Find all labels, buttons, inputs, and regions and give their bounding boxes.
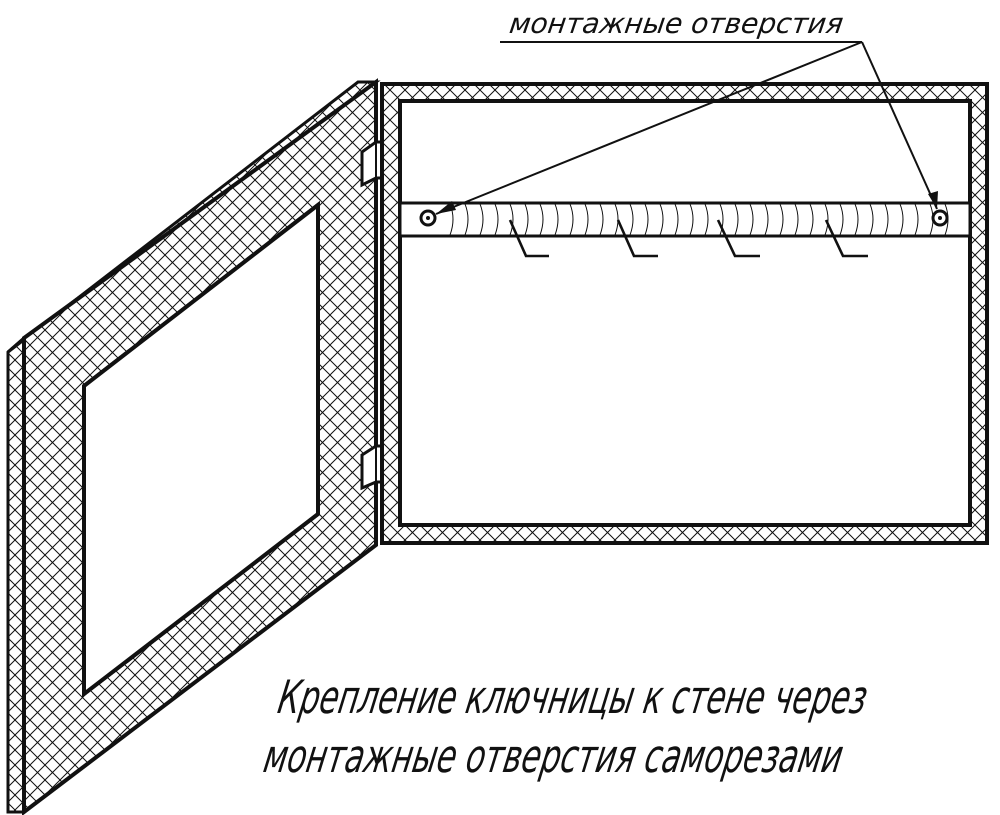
mounting-holes	[419, 209, 949, 227]
wood-grain-line	[494, 203, 499, 236]
key-hooks	[508, 219, 868, 258]
mounting-hole-right	[931, 209, 949, 227]
leader-arrowhead-right	[928, 191, 938, 209]
caption-line-2: монтажные отверстия саморезами	[260, 729, 847, 783]
wood-grain-line	[554, 203, 559, 236]
open-door	[6, 78, 381, 815]
key-hook	[824, 219, 868, 258]
wood-grain-line	[569, 203, 574, 236]
door-glass-window	[82, 200, 320, 699]
wood-grain-line	[824, 203, 829, 236]
leader-line-right	[861, 41, 938, 210]
wood-grain-line	[794, 203, 799, 236]
wood-grain-line	[509, 203, 514, 236]
cabinet-body	[380, 82, 989, 545]
caption-line-1: Крепление ключницы к стене через	[274, 670, 871, 724]
key-rail-bar	[398, 201, 972, 238]
door-side-edge	[6, 334, 26, 814]
wood-grain-line	[599, 203, 604, 236]
wood-grain-line	[674, 203, 679, 236]
wood-grain-line	[839, 203, 844, 236]
callout-label: монтажные отверстия	[507, 7, 845, 40]
key-hook	[616, 219, 658, 258]
wood-grain-line	[704, 203, 709, 236]
wood-grain-line	[869, 203, 874, 236]
wood-grain-line	[749, 203, 754, 236]
wood-grain-line	[764, 203, 769, 236]
wood-grain-line	[584, 203, 589, 236]
wood-grain-line	[524, 203, 529, 236]
wood-grain-line	[899, 203, 904, 236]
callout: монтажные отверстия	[435, 7, 938, 215]
wood-grain-line	[539, 203, 544, 236]
wood-grain-line	[854, 203, 859, 236]
wood-grain-line	[914, 203, 919, 236]
mounting-hole-left	[419, 209, 437, 227]
key-hook	[716, 219, 760, 258]
wood-grain-line	[464, 203, 469, 236]
wood-grain-line	[719, 203, 724, 236]
wood-grain-line	[614, 203, 619, 236]
wood-grain-line	[809, 203, 814, 236]
wood-grain-line	[884, 203, 889, 236]
wood-grain-line	[644, 203, 649, 236]
wood-grain	[449, 203, 949, 236]
wood-grain-line	[629, 203, 634, 236]
key-hook	[508, 219, 549, 258]
wood-grain-line	[479, 203, 484, 236]
caption: Крепление ключницы к стене через монтажн…	[260, 670, 872, 783]
wood-grain-line	[689, 203, 694, 236]
wood-grain-line	[734, 203, 739, 236]
key-rail	[398, 201, 972, 238]
leader-arrowhead-left	[436, 201, 456, 214]
wood-grain-line	[779, 203, 784, 236]
leader-line-left	[435, 41, 863, 215]
cabinet-interior	[398, 99, 972, 527]
wood-grain-line	[659, 203, 664, 236]
